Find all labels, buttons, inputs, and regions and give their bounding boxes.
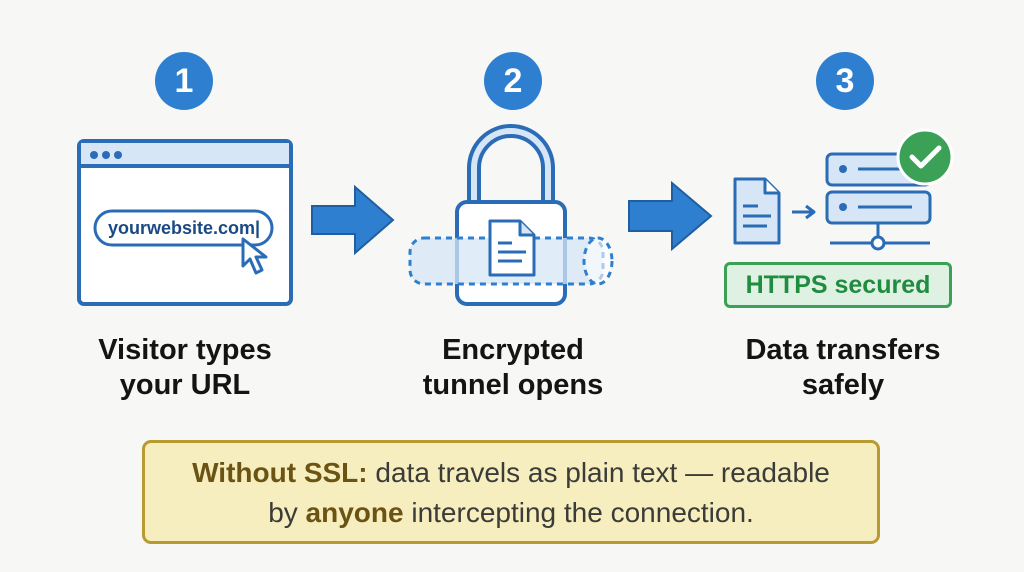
browser-window-icon bbox=[77, 139, 293, 306]
arrow-right-icon bbox=[628, 180, 713, 252]
step-2-caption: Encrypted tunnel opens bbox=[383, 333, 643, 403]
caption-line: your URL bbox=[119, 369, 251, 401]
note-text: data travels as plain text — readable bbox=[367, 457, 830, 488]
step-2-number: 2 bbox=[484, 52, 542, 110]
step-1-caption: Visitor types your URL bbox=[55, 333, 315, 403]
mouse-cursor-icon bbox=[241, 237, 268, 275]
caption-line: safely bbox=[801, 369, 885, 401]
caption-line: tunnel opens bbox=[422, 369, 604, 401]
note-line-2: by anyone intercepting the connection. bbox=[145, 493, 877, 533]
server-icon bbox=[825, 152, 932, 251]
note-emphasis: anyone bbox=[305, 497, 404, 528]
note-text: by bbox=[268, 497, 306, 528]
checkmark-icon bbox=[896, 128, 954, 186]
url-input-text: yourwebsite.com| bbox=[108, 218, 261, 238]
https-secured-badge: HTTPS secured bbox=[724, 262, 952, 308]
caption-line: Data transfers bbox=[745, 334, 941, 366]
step-3-number: 3 bbox=[816, 52, 874, 110]
note-text: intercepting the connection. bbox=[403, 497, 754, 528]
caption-line: Visitor types bbox=[98, 334, 272, 366]
ssl-warning-note: Without SSL: data travels as plain text … bbox=[142, 440, 880, 544]
note-lead: Without SSL: bbox=[192, 457, 368, 488]
document-icon bbox=[733, 177, 781, 245]
document-icon bbox=[488, 219, 536, 277]
step-3-caption: Data transfers safely bbox=[713, 333, 973, 403]
small-arrow-icon bbox=[792, 204, 816, 220]
step-1-number: 1 bbox=[155, 52, 213, 110]
arrow-right-icon bbox=[311, 184, 395, 256]
caption-line: Encrypted bbox=[442, 334, 584, 366]
note-line-1: Without SSL: data travels as plain text … bbox=[145, 453, 877, 493]
